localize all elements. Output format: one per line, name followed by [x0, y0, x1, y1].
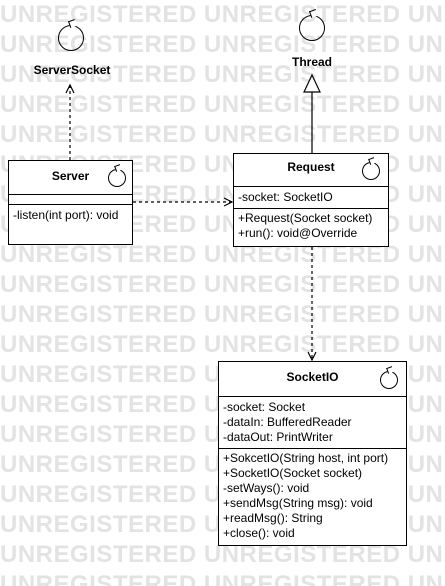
class-server-methods: -listen(int port): void: [9, 205, 132, 226]
class-request-methods: +Request(Socket socket) +run(): void@Ove…: [234, 209, 388, 243]
class-server-name: Server: [51, 169, 90, 183]
class-socketio-attribute: -dataOut: PrintWriter: [223, 430, 333, 444]
external-serversocket-label: ServerSocket: [33, 63, 111, 77]
class-request-attribute: -socket: SocketIO: [238, 190, 333, 204]
control-icon-thread: [299, 15, 325, 41]
class-socketio-attribute: -socket: Socket: [223, 400, 306, 414]
class-socketio-method: +SokcetIO(String host, int port): [223, 451, 389, 465]
class-server-method: -listen(int port): void: [13, 208, 119, 222]
class-request-attributes: -socket: SocketIO: [234, 187, 388, 209]
class-socketio-attributes: -socket: Socket -dataIn: BufferedReader …: [219, 397, 406, 449]
class-socketio-attribute: -dataIn: BufferedReader: [223, 415, 352, 429]
class-socketio-method: +readMsg(): String: [223, 511, 323, 525]
control-icon-socketio: [380, 371, 398, 389]
class-request-header: Request: [234, 154, 388, 187]
class-socketio-method: -setWays(): void: [223, 481, 310, 495]
external-thread-label: Thread: [291, 55, 332, 69]
control-icon-server: [108, 169, 126, 187]
class-request[interactable]: Request -socket: SocketIO +Request(Socke…: [233, 153, 389, 247]
class-socketio[interactable]: SocketIO -socket: Socket -dataIn: Buffer…: [218, 361, 407, 546]
class-request-method: +Request(Socket socket): [238, 211, 373, 225]
class-socketio-method: +SocketIO(Socket socket): [223, 466, 363, 480]
class-socketio-header: SocketIO: [219, 362, 406, 397]
class-socketio-methods: +SokcetIO(String host, int port) +Socket…: [219, 449, 406, 543]
class-socketio-method: +sendMsg(String msg): void: [223, 496, 373, 510]
class-socketio-method: +close(): void: [223, 526, 295, 540]
control-icon-serversocket: [58, 25, 84, 51]
generalization-triangle: [303, 73, 321, 93]
class-request-name: Request: [287, 160, 335, 174]
class-server-attributes: [9, 195, 132, 205]
control-icon-request: [362, 162, 380, 180]
class-server-header: Server: [9, 161, 132, 195]
class-request-method: +run(): void@Override: [238, 226, 358, 240]
class-server[interactable]: Server -listen(int port): void: [8, 160, 133, 245]
class-socketio-name: SocketIO: [286, 370, 339, 384]
